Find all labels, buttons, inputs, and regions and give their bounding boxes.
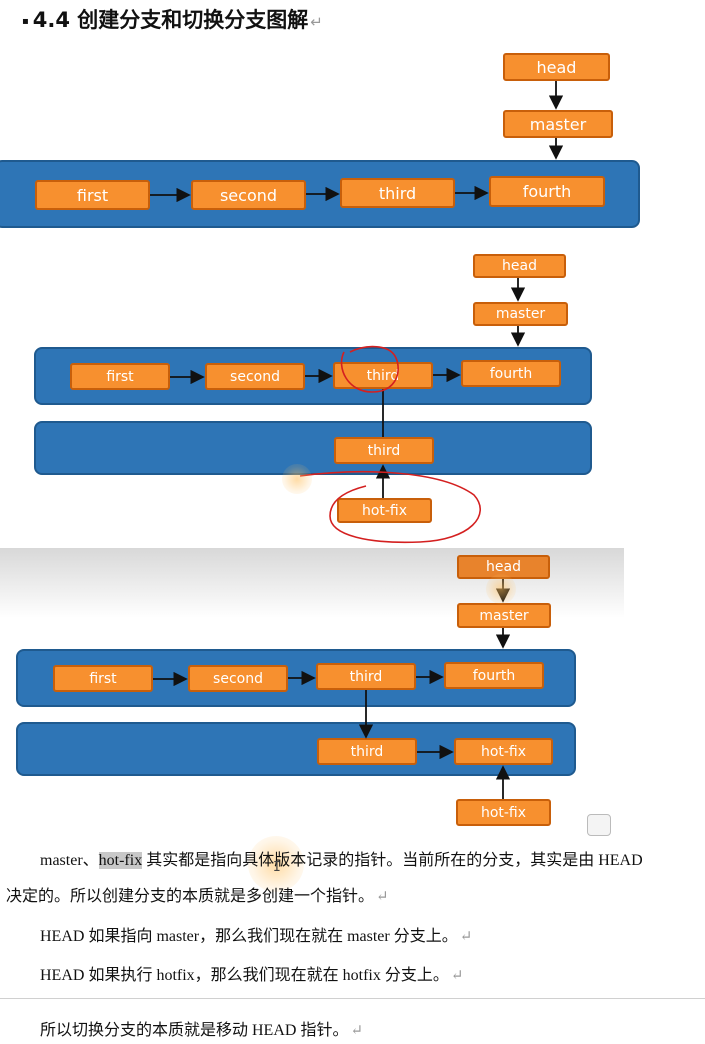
text-p4: 所以切换分支的本质就是移动 HEAD 指针。 bbox=[40, 1022, 349, 1039]
commit-first: first bbox=[35, 180, 150, 210]
page-scroll-icon[interactable] bbox=[587, 814, 611, 836]
text-master: master、 bbox=[40, 852, 99, 869]
return-mark: ↵ bbox=[450, 968, 464, 984]
text-line2: 决定的。所以创建分支的本质就是多创建一个指针。 bbox=[6, 888, 375, 905]
hotfix-pointer: hot-fix bbox=[456, 799, 551, 826]
heading-bullet: ▪ bbox=[22, 15, 29, 27]
master-pointer: master bbox=[457, 603, 551, 628]
commit-third: third bbox=[340, 178, 455, 208]
head-pointer: head bbox=[503, 53, 610, 81]
paragraph-2: HEAD 如果指向 master，那么我们现在就在 master 分支上。↵ bbox=[40, 922, 472, 946]
branch-commit-third: third bbox=[317, 738, 417, 765]
commit-second: second bbox=[191, 180, 306, 210]
heading-number: 4.4 bbox=[32, 8, 70, 32]
paragraph-1-line-1: master、hot-fix 其实都是指向具体版本记录的指针。当前所在的分支，其… bbox=[40, 846, 643, 870]
red-annotation bbox=[299, 345, 481, 544]
branch-commit-hotfix: hot-fix bbox=[454, 738, 553, 765]
return-mark: ↵ bbox=[310, 13, 323, 31]
master-pointer: master bbox=[473, 302, 568, 326]
paragraph-4: 所以切换分支的本质就是移动 HEAD 指针。↵ bbox=[40, 1016, 363, 1040]
heading-title: 创建分支和切换分支图解 bbox=[77, 8, 309, 32]
commit-first: first bbox=[70, 363, 170, 390]
commit-fourth: fourth bbox=[461, 360, 561, 387]
commit-fourth: fourth bbox=[489, 176, 605, 207]
commit-second: second bbox=[188, 665, 288, 692]
commit-third: third bbox=[316, 663, 416, 690]
master-pointer: master bbox=[503, 110, 613, 138]
head-pointer: head bbox=[473, 254, 566, 278]
section-heading: ▪4.4 创建分支和切换分支图解↵ bbox=[22, 4, 323, 34]
hotfix-pointer: hot-fix bbox=[337, 498, 432, 523]
text-hotfix-selected[interactable]: hot-fix bbox=[98, 852, 143, 869]
return-mark: ↵ bbox=[350, 1023, 364, 1039]
commit-fourth: fourth bbox=[444, 662, 544, 689]
text-rest: 其实都是指向具体版本记录的指针。当前所在的分支，其实是由 HEAD bbox=[142, 852, 643, 869]
branch-commit-third: third bbox=[334, 437, 434, 464]
page-break-line bbox=[0, 998, 705, 999]
text-p2: HEAD 如果指向 master，那么我们现在就在 master 分支上。 bbox=[40, 928, 458, 945]
cursor-highlight bbox=[248, 836, 304, 892]
return-mark: ↵ bbox=[376, 889, 389, 905]
paragraph-1-line-2: 决定的。所以创建分支的本质就是多创建一个指针。↵ bbox=[6, 882, 389, 906]
commit-third: third bbox=[333, 362, 433, 389]
text-p3: HEAD 如果执行 hotfix，那么我们现在就在 hotfix 分支上。 bbox=[40, 967, 449, 984]
cursor-highlight bbox=[486, 574, 516, 604]
return-mark: ↵ bbox=[459, 929, 473, 945]
text-cursor-icon: I bbox=[273, 860, 281, 875]
commit-first: first bbox=[53, 665, 153, 692]
cursor-highlight bbox=[282, 464, 312, 494]
commit-second: second bbox=[205, 363, 305, 390]
paragraph-3: HEAD 如果执行 hotfix，那么我们现在就在 hotfix 分支上。↵ bbox=[40, 961, 463, 985]
